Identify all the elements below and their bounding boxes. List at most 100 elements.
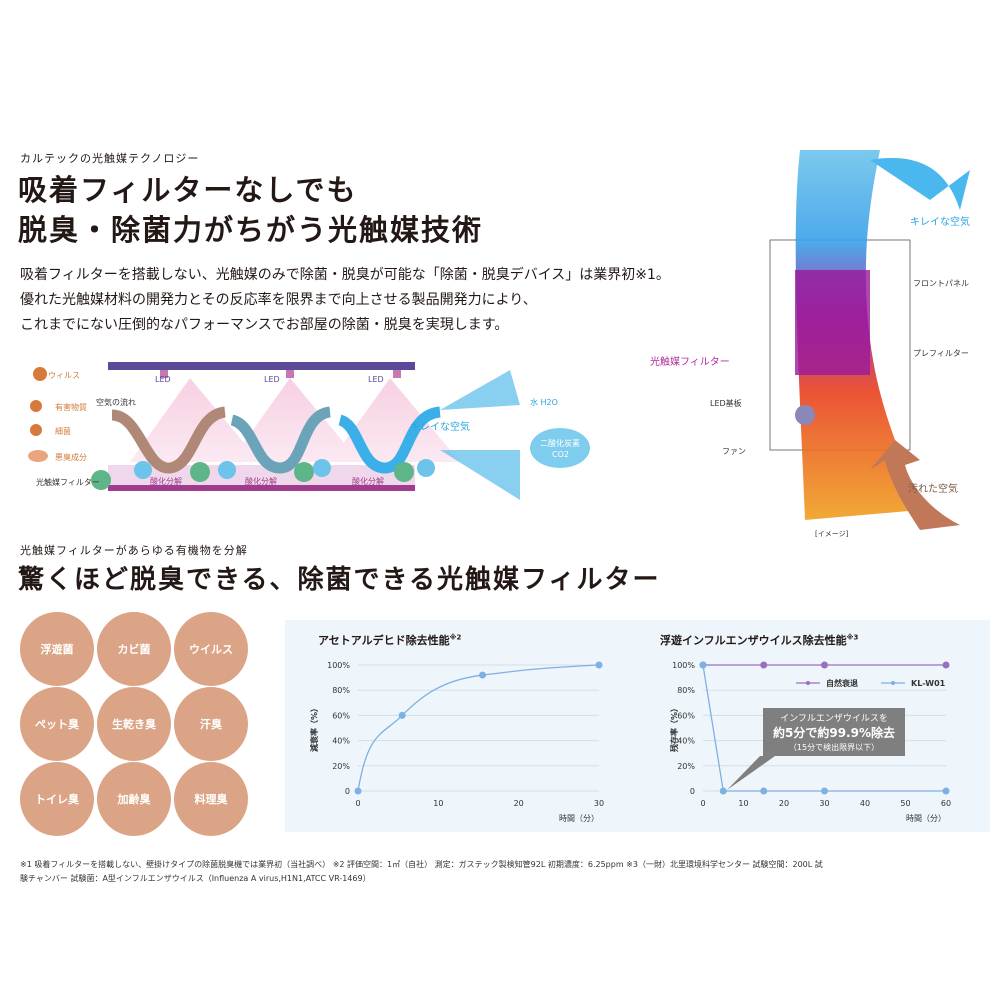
label-odor: 悪臭成分 xyxy=(55,452,87,462)
clean-air-arrow xyxy=(440,370,520,410)
chart2-title-text: 浮遊インフルエンザウイルス除去性能 xyxy=(660,634,847,647)
chart1-title: アセトアルデヒド除去性能※2 xyxy=(318,632,461,648)
data-point xyxy=(760,661,768,669)
y-tick-label: 60% xyxy=(677,711,695,720)
section1-eyebrow: カルテックの光触媒テクノロジー xyxy=(20,152,200,165)
label-decompose: 酸化分解 xyxy=(150,476,182,486)
x-tick-label: 10 xyxy=(433,799,443,808)
label-led: LED xyxy=(368,375,384,384)
x-axis-label: 時間（分） xyxy=(559,814,599,823)
data-point xyxy=(821,787,828,795)
x-tick-label: 10 xyxy=(738,799,748,808)
data-point xyxy=(479,671,487,679)
data-point xyxy=(595,661,603,669)
label-water: 水 H2O xyxy=(530,397,558,407)
chart2-note: ※3 xyxy=(846,633,859,642)
y-tick-label: 40% xyxy=(677,737,695,746)
y-tick-label: 20% xyxy=(677,762,695,771)
legend-label: 自然衰退 xyxy=(826,678,858,688)
label-prefilter: プレフィルター xyxy=(913,349,969,358)
y-tick-label: 40% xyxy=(332,737,350,746)
fan xyxy=(795,405,815,425)
virus-icon xyxy=(33,367,47,381)
footnote-line2: 験チャンバー 試験菌：A型インフルエンザウイルス（Influenza A vir… xyxy=(20,874,371,883)
legend-marker xyxy=(891,681,895,685)
label-front-panel: フロントパネル xyxy=(913,279,969,288)
label-airflow: 空気の流れ xyxy=(96,397,136,407)
airflow-arrow xyxy=(229,406,332,474)
data-point xyxy=(354,787,362,795)
target-circle: 汗臭 xyxy=(174,687,248,761)
x-axis-label: 時間（分） xyxy=(906,814,946,823)
data-point xyxy=(760,787,768,795)
airflow-arrow xyxy=(111,406,227,474)
target-circle: 料理臭 xyxy=(174,762,248,836)
photocatalyst-filter xyxy=(795,270,870,375)
y-tick-label: 100% xyxy=(672,661,695,670)
target-circle: 生乾き臭 xyxy=(97,687,171,761)
led-icon xyxy=(393,370,401,378)
data-point xyxy=(942,787,950,795)
headline-line2: 脱臭・除菌力がちがう光触媒技術 xyxy=(18,213,484,247)
photocatalyst-diagram: ウィルス 有害物質 細菌 悪臭成分 光触媒フィルター 空気の流れ LED LED… xyxy=(28,362,590,500)
led-icon xyxy=(286,370,294,378)
x-tick-label: 60 xyxy=(941,799,951,808)
target-circle: 浮遊菌 xyxy=(20,612,94,686)
label-virus: ウィルス xyxy=(48,371,80,380)
chart1-note: ※2 xyxy=(449,633,462,642)
label-bacteria: 細菌 xyxy=(55,426,71,436)
label-led: LED xyxy=(264,375,280,384)
y-axis-label: 残存率（%） xyxy=(669,704,679,752)
particle-icon xyxy=(30,400,42,412)
intro-line3: これまでにない圧倒的なパフォーマンスでお部屋の除菌・脱臭を実現します。 xyxy=(20,317,509,333)
annotation-callout xyxy=(727,708,905,790)
led-bar xyxy=(108,362,415,370)
label-photocatalyst-filter: 光触媒フィルター xyxy=(650,355,730,368)
y-tick-label: 20% xyxy=(332,762,350,771)
intro-line1: 吸着フィルターを搭載しない、光触媒のみで除菌・脱臭が可能な「除菌・脱臭デバイス」… xyxy=(20,267,670,283)
target-circle: カビ菌 xyxy=(97,612,171,686)
annotation-line2: 約5分で約99.9%除去 xyxy=(773,725,895,740)
data-point xyxy=(398,711,406,719)
label-decompose: 酸化分解 xyxy=(352,476,384,486)
bacteria-icon xyxy=(30,424,42,436)
x-tick-label: 40 xyxy=(860,799,870,808)
label-led-board: LED基板 xyxy=(710,398,742,408)
data-point xyxy=(719,787,727,795)
product-illustration: キレイな空気 フロントパネル 光触媒フィルター プレフィルター LED基板 ファ… xyxy=(650,150,970,538)
dirty-air-arrow xyxy=(870,440,960,530)
footnote: ※1 吸着フィルターを搭載しない、壁掛けタイプの除菌脱臭機では業界初（当社調べ）… xyxy=(20,858,985,886)
image-note: [イメージ] xyxy=(815,530,849,538)
legend-marker xyxy=(806,681,810,685)
clean-air-arrow xyxy=(870,158,970,210)
y-axis-label: 減衰率（%） xyxy=(309,704,319,752)
x-tick-label: 30 xyxy=(594,799,604,808)
y-tick-label: 0 xyxy=(345,787,350,796)
legend-label: KL-W01 xyxy=(911,679,946,688)
co2-cloud xyxy=(530,428,590,468)
label-filter: 光触媒フィルター xyxy=(36,477,100,487)
intro-line2: 優れた光触媒材料の開発力とその反応率を限界まで向上させる製品開発力により、 xyxy=(20,292,537,308)
label-co2: 二酸化炭素 xyxy=(540,438,580,448)
x-tick-label: 20 xyxy=(514,799,524,808)
section2-headline: 驚くほど脱臭できる、除菌できる光触媒フィルター xyxy=(18,565,661,595)
label-clean-air: キレイな空気 xyxy=(410,420,470,433)
label-decompose: 酸化分解 xyxy=(245,476,277,486)
odor-icon xyxy=(28,450,48,462)
filter-bar xyxy=(108,485,415,491)
annotation-line3: （15分で検出限界以下） xyxy=(789,742,879,752)
chart2-title: 浮遊インフルエンザウイルス除去性能※3 xyxy=(660,632,858,648)
target-circle: ウイルス xyxy=(174,612,248,686)
x-tick-label: 0 xyxy=(700,799,705,808)
led-icon xyxy=(160,370,168,378)
data-point xyxy=(699,661,707,669)
x-tick-label: 20 xyxy=(779,799,789,808)
airflow-arrow xyxy=(337,406,442,474)
label-harmful: 有害物質 xyxy=(55,402,87,412)
x-tick-label: 0 xyxy=(355,799,360,808)
clean-air-arrow xyxy=(440,450,520,500)
y-tick-label: 80% xyxy=(677,686,695,695)
y-tick-label: 100% xyxy=(327,661,350,670)
y-tick-label: 80% xyxy=(332,686,350,695)
